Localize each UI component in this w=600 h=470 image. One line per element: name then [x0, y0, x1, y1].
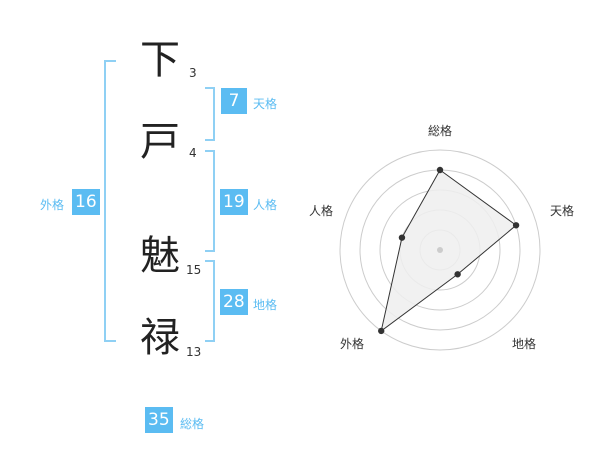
radar-point	[512, 222, 520, 229]
jinkaku-label: 人格	[253, 198, 278, 212]
tenkaku-bracket	[205, 87, 215, 141]
radar-point	[436, 166, 444, 174]
radar-point	[398, 234, 406, 241]
radar-label-gaikaku: 外格	[340, 337, 365, 351]
radar-point	[378, 327, 385, 335]
gaikaku-label: 外格	[40, 198, 65, 212]
stroke-count-4: 13	[186, 345, 202, 359]
radar-label-jinkaku: 人格	[309, 204, 334, 218]
radar-polygon	[380, 169, 517, 333]
stroke-count-3: 15	[186, 263, 202, 277]
radar-label-tenkaku: 天格	[550, 204, 575, 218]
name-char-2: 戸	[140, 119, 180, 165]
chikaku-bracket	[205, 260, 215, 342]
tenkaku-label: 天格	[253, 97, 278, 111]
gaikaku-badge: 16	[72, 189, 100, 215]
stroke-count-2: 4	[189, 146, 197, 160]
radar-points	[378, 166, 520, 335]
jinkaku-bracket	[205, 150, 215, 252]
soukaku-badge: 35	[145, 407, 173, 433]
tenkaku-badge: 7	[221, 88, 247, 114]
chikaku-badge: 28	[220, 289, 248, 315]
soukaku-label: 総格	[180, 417, 205, 431]
radar-point	[454, 271, 461, 278]
gaikaku-bracket	[104, 60, 116, 342]
jinkaku-badge: 19	[220, 189, 248, 215]
radar-center-dot	[437, 247, 443, 253]
radar-ring	[339, 149, 541, 351]
name-char-3: 魅	[140, 233, 180, 279]
radar-label-chikaku: 地格	[512, 337, 537, 351]
chikaku-label: 地格	[253, 298, 278, 312]
name-char-4: 禄	[140, 315, 180, 361]
name-char-1: 下	[140, 37, 180, 83]
radar-label-soukaku: 総格	[428, 124, 453, 138]
stroke-count-1: 3	[189, 66, 197, 80]
